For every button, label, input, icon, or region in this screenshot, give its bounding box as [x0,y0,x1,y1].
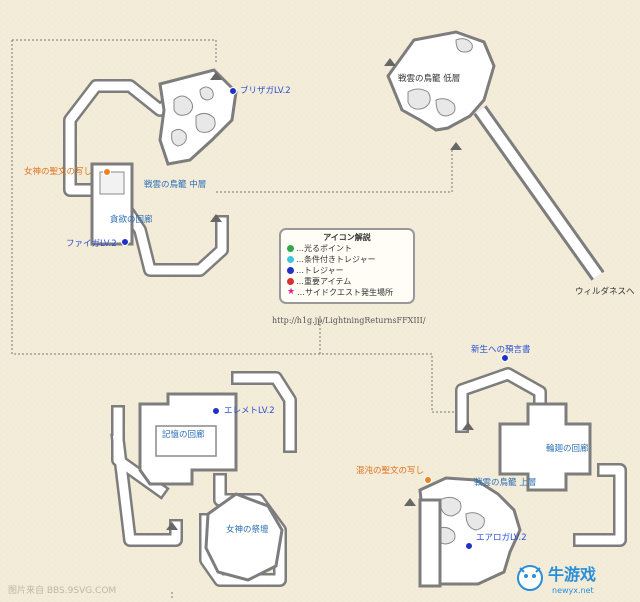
label-goddess-text: 女神の聖文の写し [24,167,93,177]
label-elemental: エレメトLV.2 [224,406,275,416]
legend-title: アイコン解説 [323,233,371,242]
stairs-icon [404,498,416,506]
stairs-icon [384,58,396,66]
label-hall-of-rebirth: 輪廻の回廊 [546,444,589,454]
connector-lines [11,39,466,600]
source-url: http://h1g.jp/LightningReturnsFFXIII/ [272,316,426,325]
label-hall-of-memory: 記憶の回廊 [162,430,205,440]
stairs-icon [462,422,474,430]
stair-markers [166,58,474,530]
label-aeroga: エアロガLV.2 [476,533,527,543]
label-chaos-text: 混沌の聖文の写し [356,466,425,476]
blue-dot-icon [287,267,294,274]
star-icon: ★ [287,287,296,297]
label-top-area: 戦雲の鳥籠 上層 [474,478,537,488]
treasure-icon[interactable] [501,354,509,362]
label-goddess-altar: 女神の祭壇 [226,525,269,535]
hall-of-greed-room [90,162,134,246]
legend-item: …重要アイテム [287,276,407,287]
svg-text:牛游戏: 牛游戏 [548,565,596,584]
watermark-text: 图片来自 BBS.9SVG.COM [8,586,117,596]
legend-label: …重要アイテム [296,277,352,286]
label-upper-area: 戦雲の鳥籠 中層 [144,180,207,190]
red-dot-icon [287,278,294,285]
label-prophecy: 新生への預言書 [471,345,531,355]
legend-item: ★ …サイドクエスト発生場所 [287,287,407,298]
label-firaga: ファイガLV.2 [66,239,117,249]
label-wildlands: ウィルダネスへ [575,287,635,297]
legend-label: …条件付きトレジャー [296,255,376,264]
goddess-altar-room [204,492,284,582]
green-dot-icon [287,245,294,252]
treasure-icon[interactable] [121,238,129,246]
key-item-icon[interactable] [103,168,111,176]
legend-item: …光るポイント [287,243,407,254]
svg-text:newyx.net: newyx.net [552,586,594,595]
key-item-icon[interactable] [424,476,432,484]
stairs-icon [166,522,178,530]
legend-label: …サイドクエスト発生場所 [297,288,393,297]
legend-item: …トレジャー [287,265,407,276]
label-lower-area: 戦雲の鳥籠 低層 [398,74,461,84]
label-blizzaga: ブリザガLV.2 [240,86,291,96]
stairs-icon [450,142,462,150]
label-hall-of-greed: 貪欲の回廊 [110,215,153,225]
site-logo: 牛游戏 newyx.net [517,565,596,595]
stairs-icon [210,214,222,222]
legend-label: …トレジャー [296,266,344,275]
stairs-icon [210,72,222,80]
hall-of-rebirth-room [498,402,592,492]
treasure-icon[interactable] [465,542,473,550]
legend-label: …光るポイント [296,244,352,253]
legend-item: …条件付きトレジャー [287,254,407,265]
treasure-icon[interactable] [212,407,220,415]
icon-legend: アイコン解説 …光るポイント …条件付きトレジャー …トレジャー …重要アイテム… [279,228,415,304]
cyan-dot-icon [287,256,294,263]
treasure-icon[interactable] [229,87,237,95]
